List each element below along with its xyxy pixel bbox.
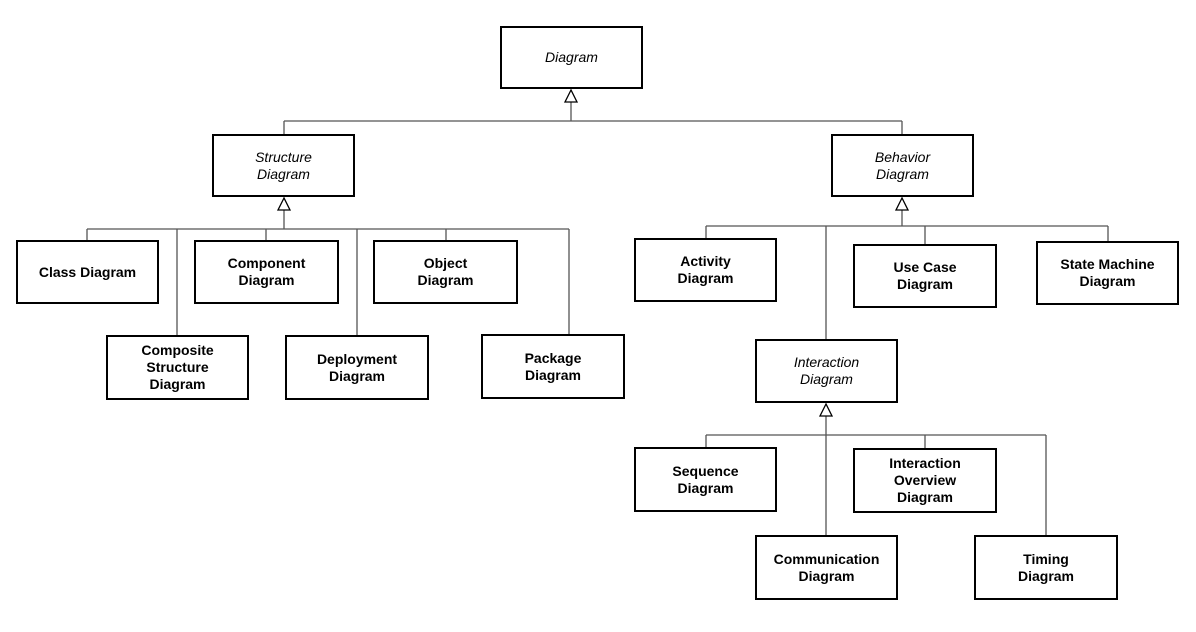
node-class-diagram: Class Diagram <box>16 240 159 304</box>
generalization-arrowhead <box>276 196 292 211</box>
node-label: Component Diagram <box>227 255 306 288</box>
node-package-diagram: Package Diagram <box>481 334 625 399</box>
node-label: Timing Diagram <box>1017 550 1075 584</box>
node-activity-diagram: Activity Diagram <box>634 238 777 302</box>
node-label: Package Diagram <box>524 349 582 383</box>
node-use-case-diagram: Use Case Diagram <box>853 244 997 308</box>
node-label: Behavior Diagram <box>874 148 931 182</box>
node-deployment-diagram: Deployment Diagram <box>285 335 429 400</box>
node-label: Class Diagram <box>38 263 137 280</box>
node-interaction-diagram: Interaction Diagram <box>755 339 898 403</box>
node-label: Deployment Diagram <box>316 350 398 384</box>
node-label: Sequence Diagram <box>672 462 739 496</box>
node-label: Structure Diagram <box>255 148 312 182</box>
node-label: Diagram <box>545 49 598 65</box>
node-interaction-overview-diagram: Interaction Overview Diagram <box>853 448 997 513</box>
node-timing-diagram: Timing Diagram <box>974 535 1118 600</box>
generalization-arrowhead <box>818 402 834 417</box>
node-label: Communication Diagram <box>773 550 880 584</box>
node-label: Composite Structure Diagram <box>141 342 214 392</box>
generalization-arrowhead <box>894 196 910 211</box>
node-object-diagram: Object Diagram <box>373 240 518 304</box>
node-communication-diagram: Communication Diagram <box>755 535 898 600</box>
generalization-arrowheads <box>276 88 910 417</box>
node-diagram: Diagram <box>500 26 643 89</box>
node-label: Interaction Diagram <box>793 354 860 387</box>
node-label: Interaction Overview Diagram <box>889 455 961 505</box>
node-behavior-diagram: Behavior Diagram <box>831 134 974 197</box>
node-label: Object Diagram <box>417 255 474 288</box>
node-composite-structure-diagram: Composite Structure Diagram <box>106 335 249 400</box>
connector-lines <box>86 102 1109 535</box>
node-label: State Machine Diagram <box>1060 256 1155 289</box>
generalization-arrowhead <box>563 88 579 103</box>
node-label: Activity Diagram <box>677 253 734 286</box>
node-structure-diagram: Structure Diagram <box>212 134 355 197</box>
node-sequence-diagram: Sequence Diagram <box>634 447 777 512</box>
node-component-diagram: Component Diagram <box>194 240 339 304</box>
node-state-machine-diagram: State Machine Diagram <box>1036 241 1179 305</box>
node-label: Use Case Diagram <box>893 259 957 292</box>
